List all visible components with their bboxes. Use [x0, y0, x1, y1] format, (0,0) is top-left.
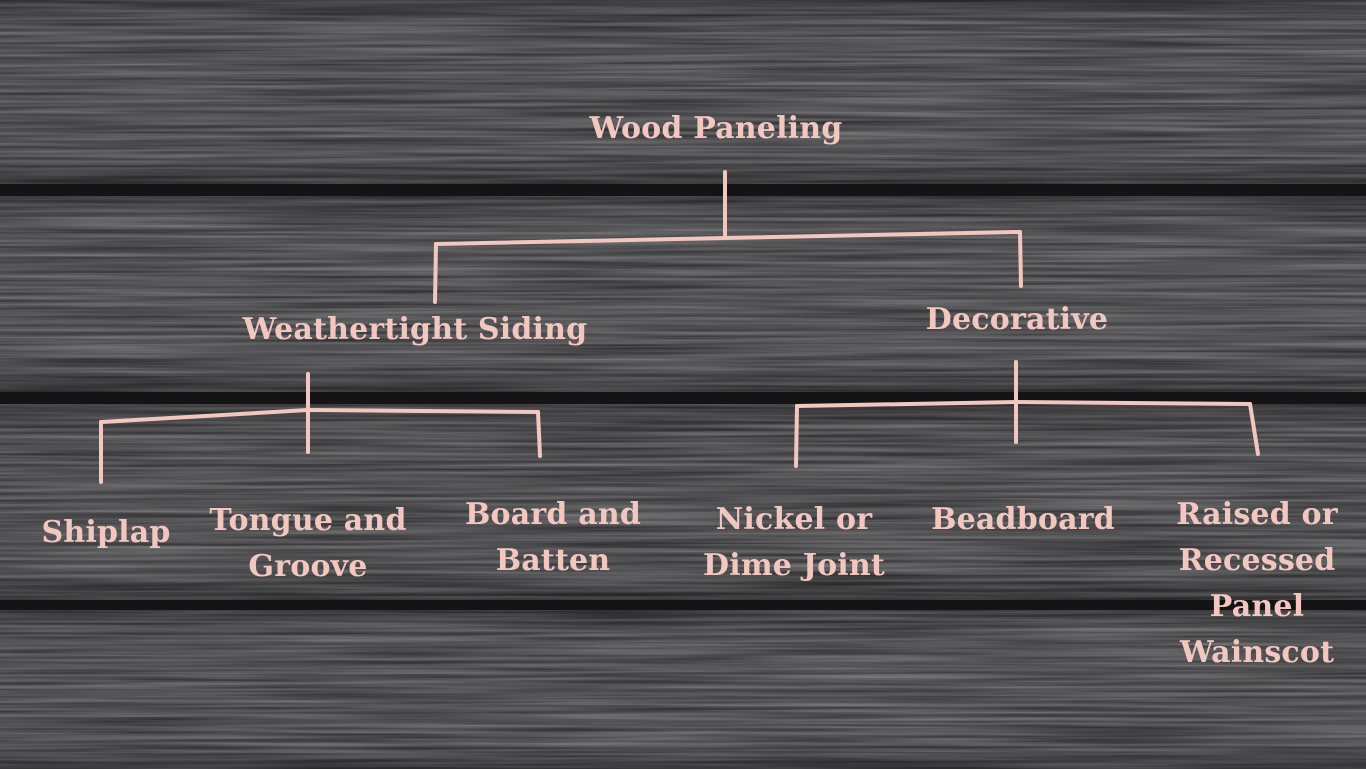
node-raised-line-4: Wainscot	[1179, 635, 1335, 670]
node-shiplap: Shiplap	[41, 510, 170, 556]
node-board-and-batten: Board and Batten	[465, 492, 641, 584]
node-nickel-line-1: Nickel or	[715, 502, 873, 537]
node-beadboard: Beadboard	[931, 497, 1115, 543]
plank-2	[0, 196, 1366, 392]
node-tongue-and-groove: Tongue and Groove	[209, 498, 406, 590]
node-nickel-or-dime-joint: Nickel or Dime Joint	[703, 497, 885, 589]
node-shiplap-label: Shiplap	[41, 515, 171, 550]
node-raised-line-3: Panel	[1209, 589, 1305, 624]
plank-gap	[0, 392, 1366, 404]
node-decorative: Decorative	[926, 297, 1108, 343]
node-beadboard-label: Beadboard	[931, 502, 1115, 537]
node-raised-line-2: Recessed	[1178, 543, 1336, 578]
node-raised-line-1: Raised or	[1176, 497, 1338, 532]
plank-4	[0, 610, 1366, 769]
plank-1	[0, 0, 1366, 184]
plank-gap	[0, 600, 1366, 610]
node-wood-paneling-label: Wood Paneling	[589, 111, 843, 146]
node-tongue-line-1: Tongue and	[209, 503, 407, 538]
node-weathertight-siding: Weathertight Siding	[243, 307, 588, 353]
node-nickel-line-2: Dime Joint	[703, 548, 885, 583]
node-board-batten-line-1: Board and	[464, 497, 642, 532]
node-raised-or-recessed-panel-wainscot: Raised or Recessed Panel Wainscot	[1176, 492, 1337, 676]
plank-gap	[0, 184, 1366, 196]
node-tongue-line-2: Groove	[248, 549, 368, 584]
node-board-batten-line-2: Batten	[495, 543, 611, 578]
node-weathertight-siding-label: Weathertight Siding	[242, 312, 588, 347]
node-wood-paneling: Wood Paneling	[590, 106, 843, 152]
plank-3	[0, 404, 1366, 600]
node-decorative-label: Decorative	[925, 302, 1109, 337]
